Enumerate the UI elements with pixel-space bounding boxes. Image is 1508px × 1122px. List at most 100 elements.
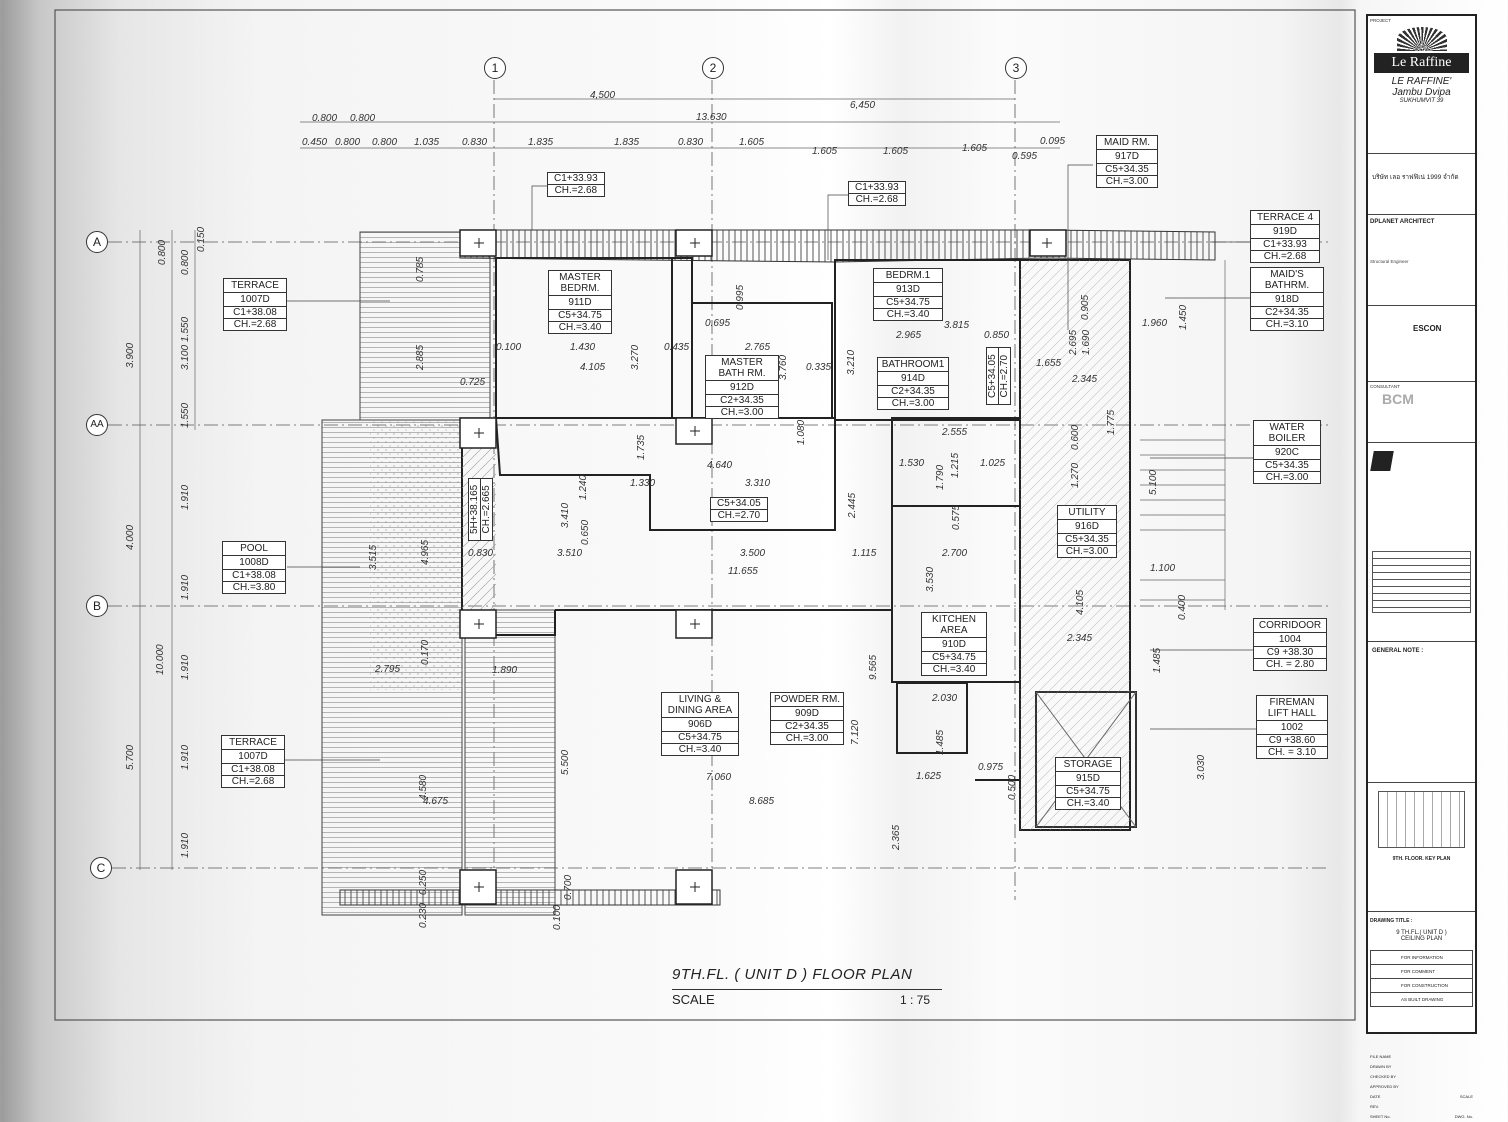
callout-height: CH.=2.70	[999, 354, 1010, 398]
callout-height: CH.=2.70	[717, 510, 761, 521]
dimension-label: 0.830	[462, 137, 488, 148]
room-name: MASTER BEDRM.	[549, 271, 611, 296]
dimension-label: 1.025	[980, 458, 1006, 469]
field-drawn-by: DRAWN BY	[1370, 1064, 1392, 1069]
room-code: 1004	[1254, 633, 1326, 647]
column-crosses	[474, 238, 1052, 892]
dimension-label: 0.400	[1177, 594, 1188, 620]
room-ceiling-height: CH.=3.40	[932, 664, 976, 675]
dimension-label: 1.690	[1081, 329, 1092, 355]
dimension-label: 2.345	[1072, 374, 1098, 385]
owner-name: บริษัท เลอ ราฟฟิเน่ 1999 จำกัด	[1372, 174, 1459, 181]
dimension-label: 2.445	[847, 492, 858, 518]
dimension-label: 1.910	[180, 574, 191, 600]
room-ceiling-height: CH.=3.00	[720, 407, 764, 418]
dimension-label: 2.765	[745, 342, 771, 353]
room-code: 917D	[1097, 150, 1157, 164]
dimension-label: 1.605	[739, 137, 765, 148]
dimension-label: 0.100	[496, 342, 522, 353]
room-code: 913D	[874, 283, 942, 297]
room-ceiling-height: CH.=3.80	[232, 582, 276, 593]
room-ceiling-level: C9 +38.30	[1254, 647, 1326, 659]
dimension-label: 4.000	[125, 524, 136, 550]
dimension-label: 6,450	[850, 100, 876, 111]
room-ceiling-height: CH.=3.40	[1066, 798, 1110, 809]
room-name: MAID RM.	[1097, 136, 1157, 150]
escon-section: ESCON	[1368, 306, 1475, 382]
logo-fan-icon	[1396, 27, 1447, 51]
room-ceiling-level: C9 +38.60	[1257, 735, 1327, 747]
callout-height: CH.=2.68	[855, 194, 899, 205]
dimension-label: 1.115	[852, 548, 877, 559]
dimension-label: 0.905	[1080, 294, 1091, 320]
room-ceiling-level: C2+34.35	[706, 395, 778, 407]
room-ceiling-level: C5+34.75	[662, 732, 738, 744]
drawing-title: 9TH.FL. ( UNIT D ) FLOOR PLAN	[672, 966, 913, 983]
dimension-label: 2.700	[942, 548, 968, 559]
dimension-label: 1.790	[935, 464, 946, 490]
architect-name: DPLANET ARCHITECT	[1370, 219, 1435, 225]
key-plan-section: 9TH. FLOOR. KEY PLAN	[1368, 791, 1475, 912]
title-block: PROJECT Le Raffine LE RAFFINE' Jambu Dvi…	[1366, 14, 1477, 1119]
dimension-label: 1.100	[1150, 563, 1176, 574]
drawing-title-line-2: CEILING PLAN	[1400, 936, 1443, 942]
dimension-label: 0.600	[1070, 424, 1081, 450]
dimension-label: 0.800	[157, 239, 168, 265]
room-ceiling-level: C2+34.35	[771, 721, 843, 733]
dimension-label: 4.105	[580, 362, 606, 373]
dimension-label: 3.900	[125, 342, 136, 368]
scale-value: 1 : 75	[900, 993, 931, 1007]
dimension-label: 2.885	[415, 344, 426, 370]
room-ceiling-level: C5+34.75	[549, 310, 611, 322]
callout-ceiling: C5+34.05	[711, 498, 767, 510]
dimension-label: 0.500	[1007, 774, 1018, 800]
callout-ceiling: C1+33.93	[849, 182, 905, 194]
dimension-label: 2.695	[1068, 329, 1079, 355]
callout-ceiling: C5+34.05	[987, 348, 999, 404]
dimension-label: 1.080	[796, 419, 807, 445]
dimension-label: 1.960	[1142, 318, 1168, 329]
dimension-label: 1.910	[180, 654, 191, 680]
dimension-label: 0.800	[335, 137, 361, 148]
room-name: BEDRM.1	[874, 269, 942, 283]
dimension-label: 3.530	[925, 566, 936, 592]
room-name: UTILITY	[1058, 506, 1116, 520]
contractor-section	[1368, 451, 1475, 642]
room-name: STORAGE	[1056, 758, 1120, 772]
dimension-label: 1.450	[1178, 304, 1189, 330]
key-plan-image	[1378, 791, 1465, 848]
key-plan-label: 9TH. FLOOR. KEY PLAN	[1392, 856, 1451, 862]
room-code: 915D	[1056, 772, 1120, 786]
dimension-label: 4.105	[1075, 589, 1086, 615]
project-location: SUKHUMVIT 39	[1399, 98, 1444, 104]
room-code: 912D	[706, 381, 778, 395]
project-section: PROJECT Le Raffine LE RAFFINE' Jambu Dvi…	[1368, 16, 1475, 154]
grid-bubble-3: 3	[1005, 57, 1027, 79]
dimension-label: 0.725	[460, 377, 486, 388]
room-ceiling-level: C1+38.08	[224, 307, 286, 319]
room-ceiling-level: C5+34.75	[874, 297, 942, 309]
grid-bubble-a: A	[86, 231, 108, 253]
dimension-label: 0.100	[552, 904, 563, 930]
dimension-label: 1.485	[1152, 647, 1163, 673]
dimension-label: 2.555	[942, 427, 968, 438]
room-name: WATER BOILER	[1254, 421, 1320, 446]
room-name: LIVING & DINING AREA	[662, 693, 738, 718]
dimension-label: 11.655	[728, 566, 758, 577]
dimension-label: 1.550	[180, 316, 191, 342]
room-ceiling-height: CH.=2.68	[233, 319, 277, 330]
project-label: PROJECT	[1370, 18, 1392, 23]
room-ceiling-level: C2+34.35	[1251, 307, 1323, 319]
dimension-label: 1.430	[570, 342, 596, 353]
room-ceiling-level: C1+38.08	[223, 570, 285, 582]
room-ceiling-height: CH.=3.10	[1265, 319, 1309, 330]
field-checked-by: CHECKED BY	[1370, 1074, 1397, 1079]
room-name: POOL	[223, 542, 285, 556]
architect-section: DPLANET ARCHITECT Structural Engineer	[1368, 215, 1475, 306]
